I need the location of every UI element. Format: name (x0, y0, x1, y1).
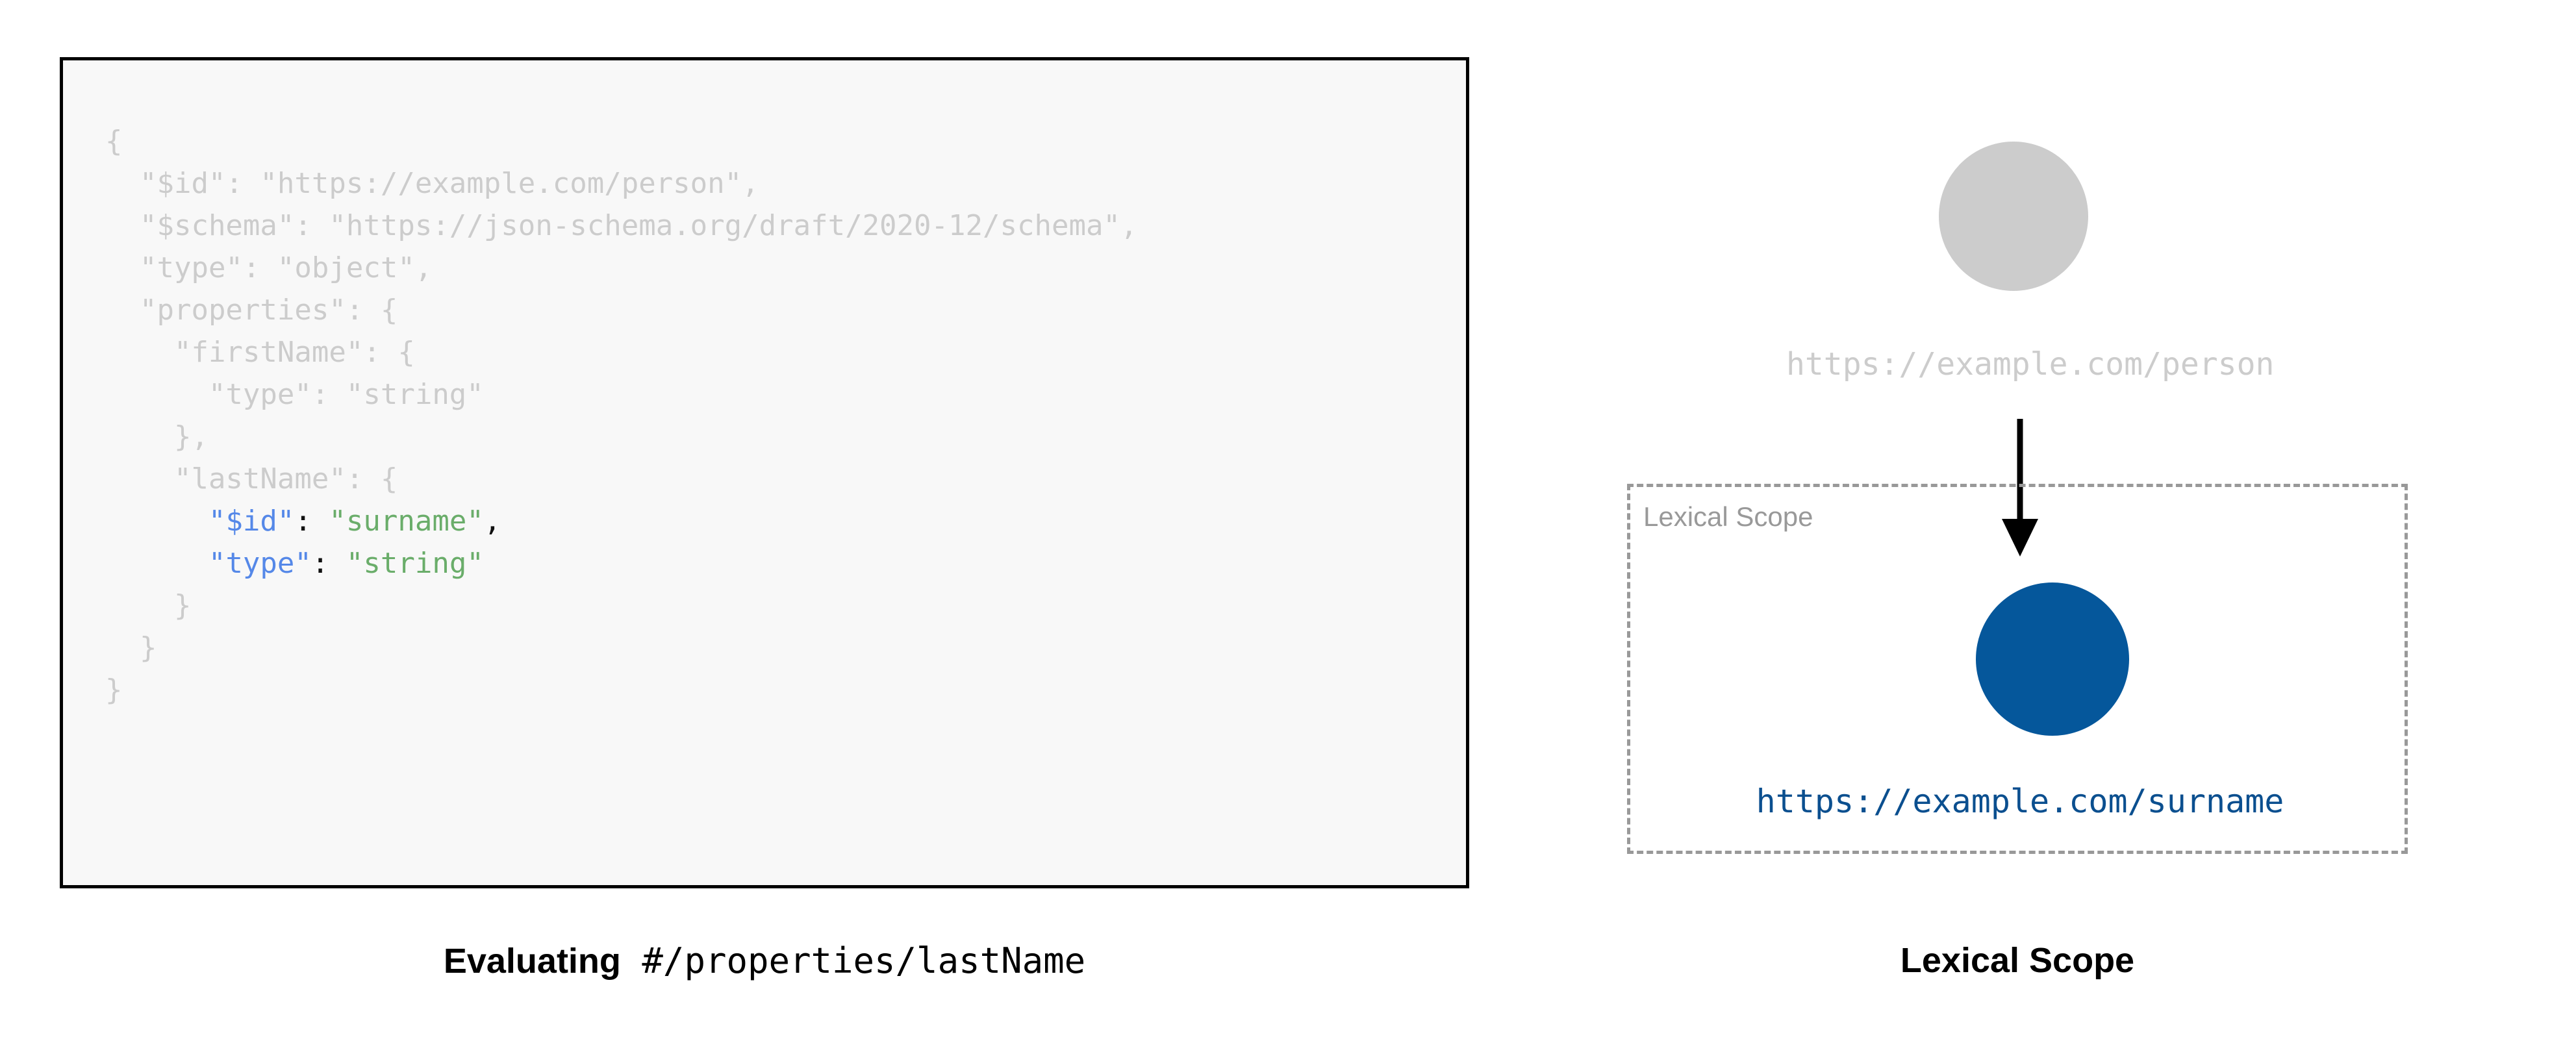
code-line: }, (105, 420, 208, 453)
code-token-tail: , (483, 505, 501, 538)
right-caption: Lexical Scope (1900, 941, 2135, 980)
code-token-separator: : (311, 547, 346, 580)
code-line: "firstName": { (105, 336, 415, 369)
code-line: "$schema": "https://json-schema.org/draf… (105, 209, 1138, 242)
json-code-listing: { "$id": "https://example.com/person", "… (105, 120, 1137, 711)
lexical-scope-box-label: Lexical Scope (1643, 501, 1813, 532)
code-line: "properties": { (105, 294, 398, 327)
downward-arrow-icon (2002, 419, 2038, 557)
diagram-panel: https://example.com/person Lexical Scope… (1526, 0, 2576, 1039)
code-token-key: "type" (208, 547, 312, 580)
lexical-scope-box (1627, 484, 2408, 854)
code-line: "lastName": { (105, 462, 398, 495)
code-token-string: "string" (346, 547, 484, 580)
outer-resource-node-label: https://example.com/person (1786, 346, 2275, 382)
inner-resource-node-circle (1976, 582, 2129, 736)
code-panel: { "$id": "https://example.com/person", "… (60, 57, 1469, 981)
code-line: "type": "string" (105, 378, 484, 411)
code-token-key: "$id" (208, 505, 295, 538)
outer-resource-node-circle (1939, 142, 2088, 291)
code-line: "$id": "https://example.com/person", (105, 167, 759, 200)
left-caption: Evaluating #/properties/lastName (60, 940, 1469, 981)
code-line: "type": "string" (105, 547, 484, 580)
left-caption-pointer: #/properties/lastName (642, 940, 1086, 981)
json-code-box: { "$id": "https://example.com/person", "… (60, 57, 1469, 888)
code-line: } (105, 631, 157, 664)
left-caption-bold: Evaluating (443, 942, 621, 981)
code-line: "type": "object", (105, 251, 433, 284)
code-token-separator: : (294, 505, 329, 538)
code-line: { (105, 125, 123, 158)
inner-resource-node-label: https://example.com/surname (1756, 782, 2284, 820)
code-line: } (105, 589, 192, 622)
code-line: } (105, 673, 123, 707)
code-line: "$id": "surname", (105, 505, 501, 538)
code-token-string: "surname" (329, 505, 484, 538)
